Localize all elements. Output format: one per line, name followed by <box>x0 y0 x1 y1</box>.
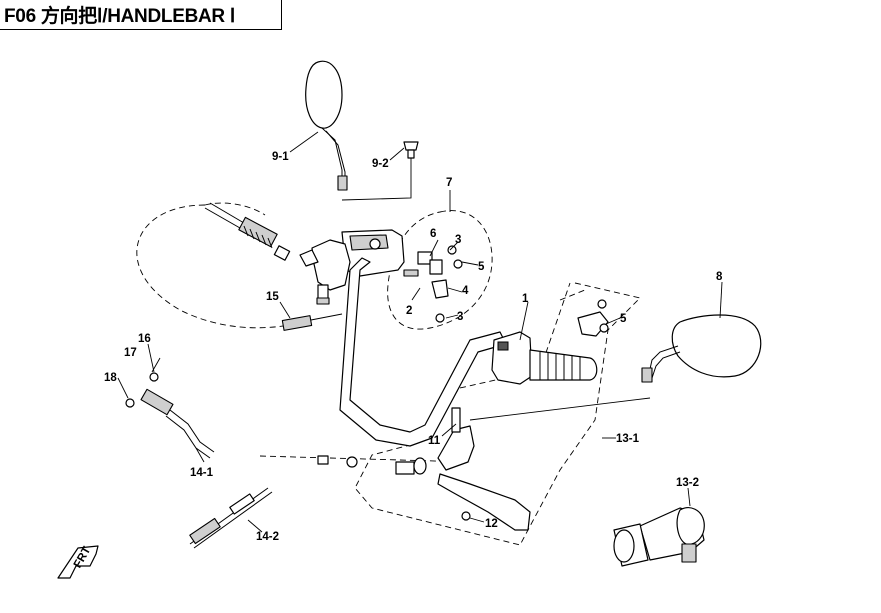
callout-6: 6 <box>430 228 436 240</box>
callout-9-2: 9-2 <box>372 158 389 170</box>
cable-end-fitting <box>189 487 273 549</box>
lever-bracket <box>613 507 705 567</box>
callout-1: 1 <box>522 293 529 305</box>
mirror-cap-bolt <box>341 141 419 201</box>
master-cylinder-small-parts <box>403 245 463 323</box>
callout-16: 16 <box>138 333 151 345</box>
right-switch-and-grip <box>491 331 598 385</box>
callout-3-upper: 3 <box>455 234 461 246</box>
front-direction-arrow: FRT <box>57 545 99 579</box>
handlebar-tube <box>339 257 507 447</box>
callout-14-2: 14-2 <box>256 531 279 543</box>
callout-18: 18 <box>104 372 117 384</box>
callout-14-1: 14-1 <box>190 467 214 479</box>
callout-13-2: 13-2 <box>676 477 699 489</box>
callout-3-lower: 3 <box>457 311 463 323</box>
brake-master-cylinder <box>299 229 405 305</box>
callout-4: 4 <box>462 285 469 297</box>
clutch-lever-assembly <box>317 407 531 531</box>
clutch-cable <box>125 357 215 459</box>
rear-brake-cable <box>204 202 291 261</box>
callout-5-left: 5 <box>478 261 485 273</box>
diagram-title: F06 方向把Ⅰ/HANDLEBAR Ⅰ <box>4 6 236 27</box>
callout-8: 8 <box>716 271 723 283</box>
callout-2: 2 <box>406 305 412 317</box>
left-mirror <box>305 60 348 191</box>
callout-12: 12 <box>485 518 498 530</box>
callout-15: 15 <box>266 291 279 303</box>
brake-hose-end <box>281 313 343 331</box>
diagram-title-box: F06 方向把Ⅰ/HANDLEBAR Ⅰ <box>0 0 282 30</box>
callout-labels: 1 2 3 3 4 5 5 6 7 8 9-1 9-2 11 12 13-1 1… <box>104 151 723 543</box>
callout-11: 11 <box>428 435 441 447</box>
right-mirror <box>641 314 762 383</box>
callout-13-1: 13-1 <box>616 433 640 445</box>
callout-9-1: 9-1 <box>272 151 289 163</box>
leader-lines <box>117 131 723 533</box>
callout-5-right: 5 <box>620 313 627 325</box>
right-lever-clamp <box>577 299 609 337</box>
callout-17: 17 <box>124 347 137 359</box>
callout-7: 7 <box>446 177 452 189</box>
